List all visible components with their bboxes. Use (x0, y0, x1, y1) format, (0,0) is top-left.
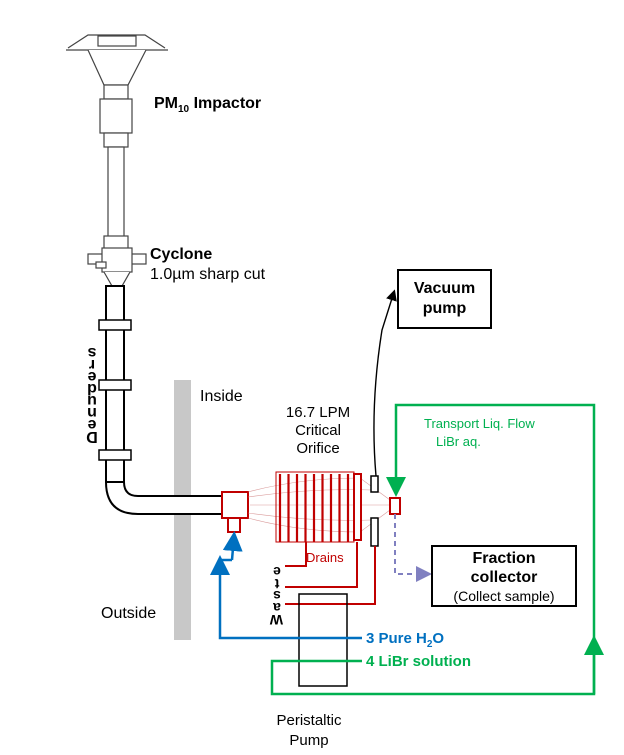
vacuum-line (373, 289, 397, 477)
orifice-label: 16.7 LPM Critical Orifice (285, 404, 351, 457)
denuder-tube (98, 285, 132, 483)
outlet-box (389, 497, 401, 515)
cyclone-title: Cyclone (150, 246, 213, 263)
transport-label: Transport Liq. Flow LiBr aq. (424, 416, 535, 449)
orifice-end-plate (353, 473, 362, 541)
denuders-label: Denuders (86, 344, 98, 445)
cyclone-subtitle: 1.0µm sharp cut (150, 266, 266, 283)
sample-line (394, 514, 432, 582)
waste-label: Waste (269, 564, 283, 628)
peristaltic-label: Peristaltic Pump (276, 712, 342, 749)
pm10-impactor (66, 34, 168, 251)
inlet-box (221, 491, 249, 519)
drain-line-2 (285, 542, 358, 588)
impactor-label: PM10 Impactor (154, 95, 262, 116)
vacuum-pump-box: Vacuum pump (397, 269, 492, 329)
fraction-collector-box: Fraction collector (Collect sample) (431, 545, 577, 607)
orifice-fins (278, 474, 350, 542)
water-line (210, 555, 362, 640)
drain-line-1 (285, 542, 307, 567)
outside-label: Outside (101, 605, 157, 622)
drains-label: Drains (306, 550, 344, 565)
inside-label: Inside (200, 388, 243, 405)
elbow-tube-inner (123, 481, 222, 497)
elbow-tube-outer (105, 481, 222, 515)
peristaltic-pump (298, 593, 348, 687)
libr-label: 4 LiBr solution (366, 653, 471, 670)
pure-water-label: 3 Pure H2O (366, 630, 445, 650)
cyclone (87, 247, 147, 287)
diffusion-cone (247, 477, 391, 533)
drain-line-3 (285, 546, 376, 605)
